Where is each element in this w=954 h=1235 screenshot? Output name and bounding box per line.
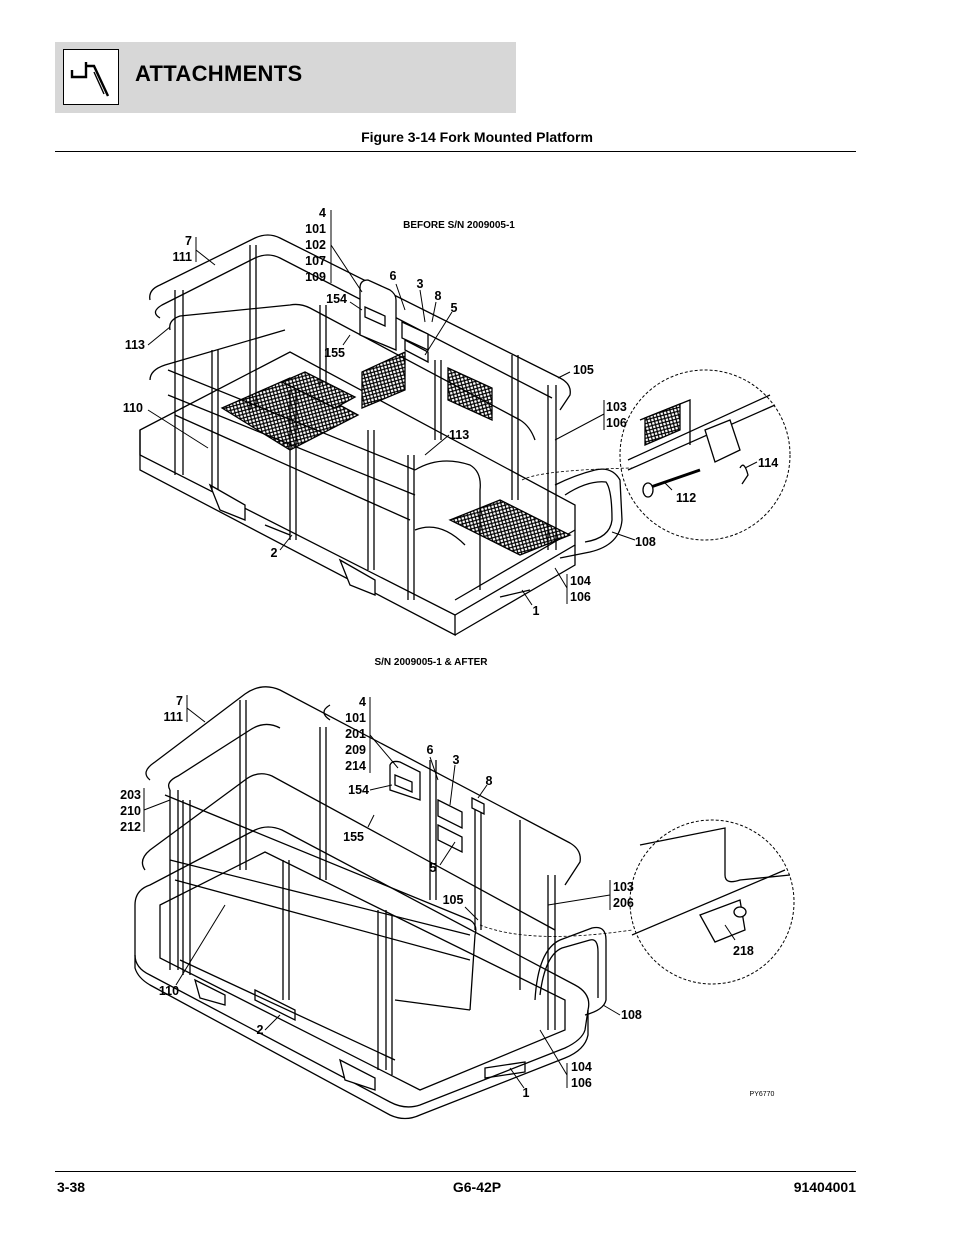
callout-label: 7 <box>176 694 183 708</box>
page-number: 3-38 <box>57 1179 86 1195</box>
callout-label: 106 <box>571 1076 592 1090</box>
top-callouts: 7 111 113 110 4 101 102 107 109 154 155 … <box>123 206 778 618</box>
callout-label: 111 <box>164 710 184 724</box>
callout-label: 7 <box>185 234 192 248</box>
top-platform-drawing <box>139 234 791 637</box>
callout-label: 5 <box>430 861 437 875</box>
callout-label: 155 <box>343 830 364 844</box>
callout-label: 1 <box>523 1086 530 1100</box>
drawing-id: PY6770 <box>750 1091 775 1098</box>
model-name: G6-42P <box>452 1179 502 1195</box>
callout-label: 110 <box>123 401 143 415</box>
footer-rule <box>55 1171 856 1172</box>
callout-label: 201 <box>345 727 366 741</box>
callout-label: 203 <box>120 788 141 802</box>
callout-label: 3 <box>453 753 460 767</box>
callout-label: 111 <box>173 250 193 264</box>
callout-label: 113 <box>449 428 469 442</box>
callout-label: 104 <box>571 1060 592 1074</box>
callout-label: 103 <box>606 400 627 414</box>
callout-label: 8 <box>435 289 442 303</box>
attachments-icon <box>63 49 119 105</box>
callout-label: 209 <box>345 743 366 757</box>
callout-label: 1 <box>533 604 540 618</box>
callout-label: 106 <box>570 590 591 604</box>
callout-label: 206 <box>613 896 634 910</box>
callout-label: 105 <box>573 363 594 377</box>
callout-label: 218 <box>733 944 754 958</box>
callout-label: 154 <box>348 783 369 797</box>
top-drawing-caption: BEFORE S/N 2009005-1 <box>403 220 515 231</box>
manual-part-number: 91404001 <box>793 1179 856 1195</box>
callout-label: 109 <box>305 270 326 284</box>
bottom-drawing-caption: S/N 2009005-1 & AFTER <box>374 657 488 668</box>
callout-label: 155 <box>324 346 345 360</box>
callout-label: 154 <box>326 292 347 306</box>
callout-label: 102 <box>305 238 326 252</box>
callout-label: 6 <box>390 269 397 283</box>
callout-label: 104 <box>570 574 591 588</box>
callout-label: 4 <box>359 695 366 709</box>
callout-label: 108 <box>621 1008 642 1022</box>
callout-label: 103 <box>613 880 634 894</box>
callout-label: 108 <box>635 535 656 549</box>
callout-label: 101 <box>305 222 326 236</box>
callout-label: 210 <box>120 804 141 818</box>
callout-label: 113 <box>125 338 145 352</box>
callout-label: 214 <box>345 759 366 773</box>
callout-label: 6 <box>427 743 434 757</box>
callout-label: 2 <box>271 546 278 560</box>
callout-label: 3 <box>417 277 424 291</box>
section-title: ATTACHMENTS <box>135 61 303 86</box>
callout-label: 8 <box>486 774 493 788</box>
figure-title: Figure 3-14 Fork Mounted Platform <box>361 129 593 145</box>
header-rule <box>55 151 856 152</box>
callout-label: 112 <box>676 491 696 505</box>
header-band <box>55 42 516 113</box>
callout-label: 106 <box>606 416 627 430</box>
bottom-callouts: 7 111 4 101 201 209 214 203 210 212 154 … <box>120 694 754 1100</box>
bottom-platform-drawing <box>134 686 795 1120</box>
callout-label: 114 <box>758 456 778 470</box>
callout-label: 2 <box>257 1023 264 1037</box>
callout-label: 101 <box>345 711 366 725</box>
callout-label: 110 <box>159 984 179 998</box>
callout-label: 5 <box>451 301 458 315</box>
callout-label: 4 <box>319 206 326 220</box>
callout-label: 107 <box>305 254 326 268</box>
callout-label: 212 <box>120 820 141 834</box>
callout-label: 105 <box>443 893 464 907</box>
